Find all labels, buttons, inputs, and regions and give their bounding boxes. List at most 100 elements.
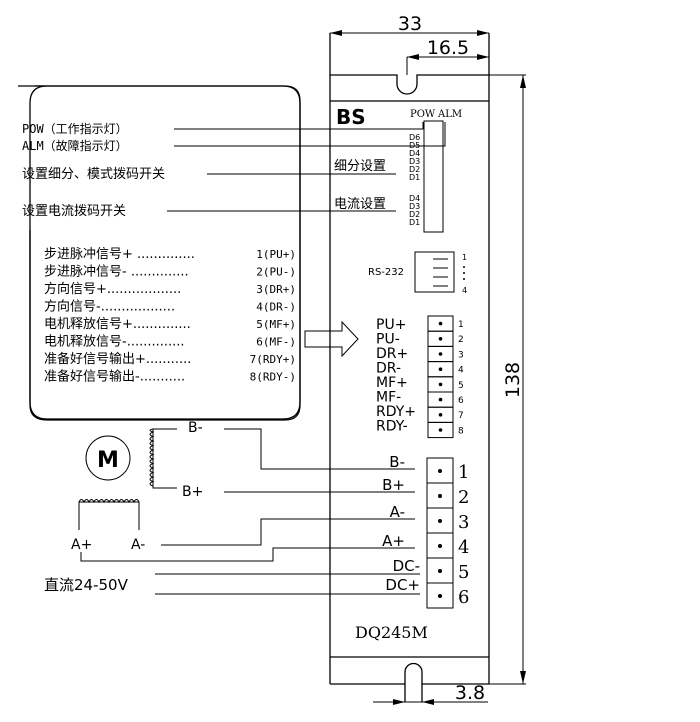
signal-terminal-number: 6 (458, 396, 464, 406)
signal-terminal-number: 2 (458, 335, 464, 345)
dimension-height: 138 (489, 74, 526, 685)
power-terminal-number: 3 (458, 512, 469, 533)
signal-pin: 8(RDY-) (250, 371, 296, 384)
signal-terminal[interactable]: 1 PU+ (376, 315, 464, 333)
signal-terminal-label: MF- (376, 390, 401, 406)
signal-terminal-label: PU- (376, 332, 400, 348)
signal-name: 电机释放信号+.............. (44, 317, 191, 332)
dimension-half-width: 16.5 (406, 37, 489, 75)
signal-list: 步进脉冲信号+ .............. 1(PU+) 步进脉冲信号- ....… (44, 247, 296, 385)
signal-name: 电机释放信号-.............. (44, 335, 185, 350)
signal-terminal-label: PU+ (376, 317, 406, 333)
coil-b: B- B+ (149, 420, 203, 500)
dip-switch-block[interactable] (423, 120, 444, 233)
signal-pin: 2(PU-) (256, 266, 296, 279)
signal-list-item: 步进脉冲信号+ .............. 1(PU+) (44, 247, 296, 262)
signal-pin: 7(RDY+) (250, 353, 296, 366)
signal-list-item: 方向信号-.................. 4(DR-) (44, 299, 296, 315)
signal-terminal-label: DR- (376, 361, 401, 377)
brand-logo: BS (336, 105, 366, 129)
signal-terminal-number: 4 (458, 366, 464, 376)
dimension-slot-label: 3.8 (455, 682, 485, 704)
dip-label: D4 (409, 149, 420, 158)
power-terminal-label: B- (389, 453, 405, 471)
power-terminal-label: B+ (382, 476, 405, 494)
signal-list-item: 方向信号+.................. 3(DR+) (44, 281, 296, 297)
dip-label: D1 (409, 173, 420, 182)
led-label-pow: POW (410, 109, 436, 120)
signal-name: 方向信号-.................. (44, 299, 175, 315)
power-terminal[interactable]: 6 DC+ (385, 576, 469, 609)
coil-a-minus-label: A- (131, 537, 145, 553)
signal-name: 准备好信号输出-........... (44, 369, 185, 385)
signal-pin: 4(DR-) (256, 301, 296, 314)
callout-subdivision-switch: 设置细分、模式拨码开关 (22, 167, 165, 182)
power-terminal-number: 6 (458, 587, 469, 608)
signal-list-item: 步进脉冲信号- .............. 2(PU-) (44, 265, 296, 280)
power-terminal[interactable]: 4 A+ (382, 532, 469, 559)
motor-label: M (97, 448, 119, 473)
coil-b-minus-label: B- (188, 420, 203, 436)
dip-label: D3 (409, 202, 420, 211)
dip-label: D4 (409, 194, 420, 203)
power-terminal[interactable]: 3 A- (390, 503, 470, 534)
rs232-pin-last: 4 (462, 286, 467, 295)
legend-box-outline (29, 85, 301, 420)
signal-list-item: 准备好信号输出+........... 7(RDY+) (44, 351, 296, 367)
signal-pin: 6(MF-) (256, 336, 296, 349)
arrow-icon (304, 320, 359, 358)
power-terminal-number: 5 (458, 562, 469, 583)
rs232-port[interactable]: RS-232 1 4 (368, 251, 467, 295)
callout-alm: ALM（故障指示灯） (22, 138, 128, 153)
power-supply-label: 直流24-50V (44, 576, 129, 594)
motor-symbol: M (85, 435, 131, 481)
coil-b-plus-label: B+ (182, 484, 203, 500)
dimension-width: 33 (330, 13, 489, 36)
signal-terminal[interactable]: 3 DR+ (376, 345, 464, 363)
coil-a: A+ A- (71, 499, 145, 553)
signal-terminal-number: 5 (458, 381, 464, 391)
signal-terminal-label: RDY- (376, 419, 408, 435)
signal-pin: 3(DR+) (256, 283, 296, 296)
signal-terminal-number: 3 (458, 350, 464, 360)
signal-pin: 5(MF+) (256, 318, 296, 331)
rs232-label: RS-232 (368, 267, 404, 278)
subdivision-setting-label: 细分设置 (334, 159, 386, 174)
power-terminal-label: DC- (393, 557, 420, 575)
signal-terminal-number: 1 (458, 320, 464, 330)
signal-terminal-label: RDY+ (376, 404, 416, 420)
motor-wires (80, 428, 415, 562)
power-terminal-number: 4 (458, 537, 469, 558)
power-terminal-number: 2 (458, 487, 469, 508)
power-terminal-block: 1B-2B+3A-4A+5DC-6DC+ (382, 453, 470, 609)
dip-label: D6 (409, 133, 420, 142)
callout-leaders (167, 122, 446, 212)
power-terminal-label: A- (390, 503, 405, 521)
led-label-alm: ALM (437, 109, 462, 120)
dip-label: D1 (409, 218, 420, 227)
signal-pin: 1(PU+) (256, 248, 296, 261)
signal-terminal-label: DR+ (376, 346, 408, 362)
current-setting-label: 电流设置 (334, 197, 386, 212)
signal-terminal[interactable]: 5 MF+ (376, 375, 464, 393)
signal-terminal-label: MF+ (376, 375, 408, 391)
signal-terminal[interactable]: 2 PU- (376, 330, 464, 348)
signal-terminal-number: 7 (458, 411, 464, 421)
dimension-height-label: 138 (502, 362, 524, 398)
signal-name: 步进脉冲信号- .............. (44, 265, 189, 280)
signal-name: 步进脉冲信号+ .............. (44, 247, 195, 262)
dimension-width-label: 33 (398, 13, 422, 35)
power-terminal-label: DC+ (385, 576, 420, 594)
driver-body (329, 33, 490, 702)
dimension-half-width-label: 16.5 (427, 37, 469, 59)
signal-name: 准备好信号输出+........... (44, 351, 191, 367)
signal-name: 方向信号+.................. (44, 281, 181, 297)
signal-list-item: 准备好信号输出-........... 8(RDY-) (44, 369, 296, 385)
dip-label: D2 (409, 210, 420, 219)
power-terminal-label: A+ (382, 532, 405, 550)
